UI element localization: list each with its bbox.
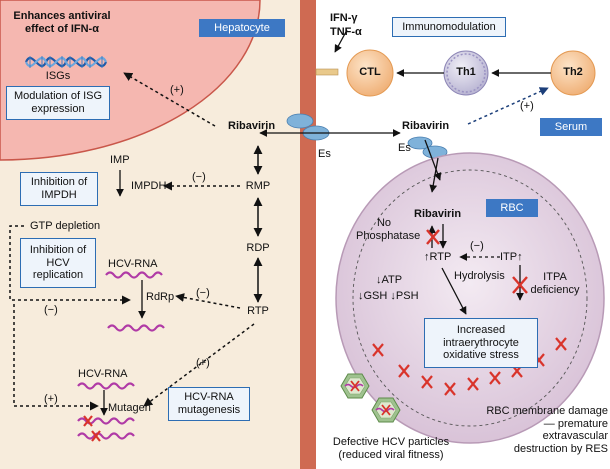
gtp-depletion-label: GTP depletion: [30, 220, 101, 232]
itp-sign: (−): [470, 240, 484, 252]
itpa-deficiency-label: ITPA deficiency: [530, 271, 580, 296]
modulation-box: Modulation of ISG expression: [6, 86, 110, 120]
mutagen-rtp-sign: (+): [196, 357, 210, 369]
mutagenesis-box: HCV-RNA mutagenesis: [168, 387, 250, 421]
tnf-alpha-label: TNF-α: [330, 26, 362, 38]
serum-label: Serum: [540, 118, 602, 136]
impdh-sign: (−): [192, 171, 206, 183]
rtp-label: RTP: [247, 305, 269, 317]
rbc-damage-label: RBC membrane damage — premature extravas…: [486, 405, 608, 455]
rbc-label: RBC: [486, 199, 538, 217]
inhibition-hcv-box: Inhibition of HCV replication: [20, 238, 96, 288]
mutagen-label: Mutagen: [108, 402, 151, 414]
th-sign: (+): [520, 100, 534, 112]
ifn-gamma-label: IFN-γ: [330, 12, 358, 24]
hepatocyte-ribavirin-label: Ribavirin: [228, 120, 276, 132]
rbc-inner-membrane: [352, 169, 588, 427]
serum-ribavirin-label: Ribavirin: [402, 120, 450, 132]
rdrp-sign: (−): [196, 287, 210, 299]
mutagen-gtp-sign: (+): [44, 393, 58, 405]
phosphatase-block-x: [426, 229, 440, 245]
itpa-block-x: [512, 276, 528, 294]
es-label-top: Es: [318, 148, 331, 160]
no-phosphatase-label: No Phosphatase: [356, 217, 421, 242]
defective-particles-label: Defective HCV particles (reduced viral f…: [332, 436, 450, 461]
hepatocyte-label: Hepatocyte: [199, 19, 285, 37]
es-transporter: [286, 113, 314, 129]
rdp-label: RDP: [246, 242, 270, 254]
rbc-rtp-label: ↑RTP: [424, 251, 452, 263]
isg-sign: (+): [170, 84, 184, 96]
rdrp-label: RdRp: [146, 291, 175, 303]
th1-cell: [443, 50, 489, 96]
hcv-rna-strands: [77, 271, 165, 440]
ctl-cell: [346, 49, 394, 97]
rbc-es-transporter: [407, 136, 433, 150]
th1-label: Th1: [456, 66, 476, 78]
hcv-rna-label-1: HCV-RNA: [108, 258, 158, 270]
cell-membrane: [300, 0, 316, 469]
immunomodulation-box: Immunomodulation: [392, 17, 506, 37]
ctl-label: CTL: [359, 66, 381, 78]
cytokine-receptor: [315, 68, 339, 76]
imp-label: IMP: [110, 154, 130, 166]
oxidative-stress-box: Increased intraerythrocyte oxidative str…: [424, 318, 538, 368]
itp-label: ITP↑: [500, 251, 523, 263]
rmp-label: RMP: [245, 180, 271, 192]
impdh-label: IMPDH: [131, 180, 167, 192]
es-label-bottom: Es: [398, 142, 411, 154]
inhibition-impdh-box: Inhibition of IMPDH: [20, 172, 98, 206]
mutation-x-marks: [83, 415, 101, 442]
gtp-rdrp-sign: (−): [44, 304, 58, 316]
th2-label: Th2: [563, 66, 583, 78]
atp-label: ↓ATP: [376, 274, 403, 286]
rbc-ribavirin-label: Ribavirin: [414, 208, 462, 220]
enhances-label: Enhances antiviral effect of IFN-α: [13, 10, 111, 35]
defective-hcv-particle-icon: [340, 373, 401, 423]
dna-helix-icon: [24, 56, 108, 68]
hydrolysis-label: Hydrolysis: [454, 270, 505, 282]
isgs-label: ISGs: [45, 70, 71, 82]
hcv-rna-label-2: HCV-RNA: [78, 368, 128, 380]
gsh-psh-label: ↓GSH ↓PSH: [358, 290, 419, 302]
